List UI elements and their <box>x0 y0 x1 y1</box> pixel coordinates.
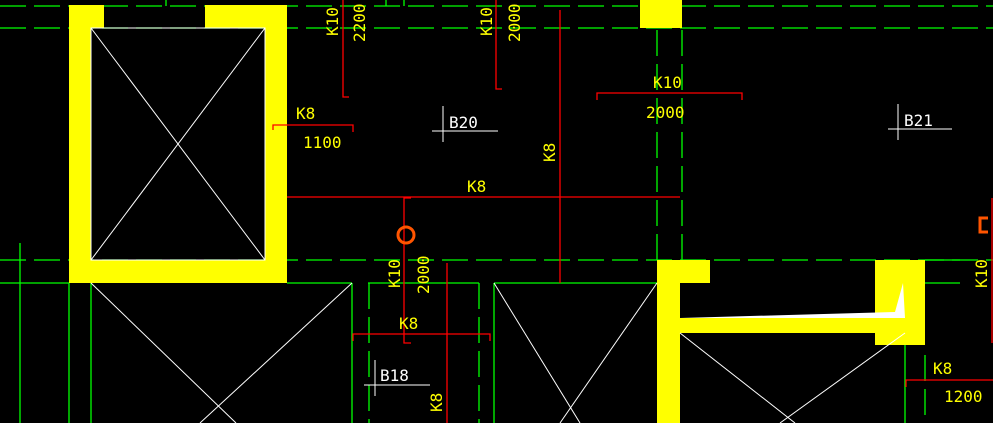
slab-marker-b20[interactable]: B20 <box>432 106 498 142</box>
slab-marker-b21[interactable]: B21 <box>888 104 952 140</box>
slab-marker-b18[interactable]: B18 <box>364 360 430 396</box>
rebar-spec: K8 <box>933 359 952 378</box>
rebar-length: 2000 <box>646 103 685 122</box>
rebar-spec: K10 <box>323 7 342 36</box>
rebar-spec: K10 <box>653 73 682 92</box>
rebar-spec: K10 <box>385 259 404 288</box>
rebar-spec: K8 <box>540 143 559 162</box>
slab-label: B18 <box>380 366 409 385</box>
opening-crosses <box>90 282 906 423</box>
rebar-length: 1100 <box>303 133 342 152</box>
rebar-spec: K10 <box>972 259 991 288</box>
column-top-mid <box>640 0 682 28</box>
slab-label: B21 <box>904 111 933 130</box>
rebar-length: 2000 <box>414 255 433 294</box>
rebar-lines <box>272 0 993 423</box>
column-bottom-right <box>657 260 925 423</box>
rebar-spec: K8 <box>296 104 315 123</box>
rebar-spec: K10 <box>477 7 496 36</box>
rebar-length: 2000 <box>505 3 524 42</box>
section-marker-icon[interactable] <box>396 225 416 245</box>
rebar-length: 2200 <box>350 3 369 42</box>
rebar-spec: K8 <box>427 393 446 412</box>
column-left <box>69 5 287 283</box>
rebar-spec: K8 <box>467 177 486 196</box>
rebar-spec: K8 <box>399 314 418 333</box>
rebar-labels: K10 2200 K10 2000 K8 1100 K10 2000 K8 K8… <box>296 3 991 412</box>
slab-label: B20 <box>449 113 478 132</box>
rebar-length: 1200 <box>944 387 983 406</box>
